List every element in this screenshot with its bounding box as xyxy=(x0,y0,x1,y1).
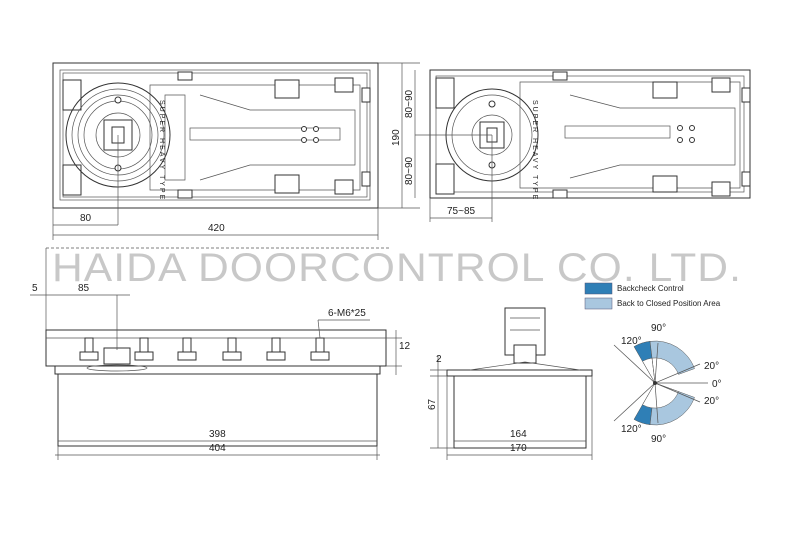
side-elevation: 5 85 6-M6*25 12 398 404 xyxy=(30,247,411,460)
angle-90-bottom: 90° xyxy=(651,434,666,445)
dim-12: 12 xyxy=(399,341,411,352)
dim-75-85: 75~85 xyxy=(447,206,476,217)
angle-20-top: 20° xyxy=(704,361,719,372)
dim-85: 85 xyxy=(78,283,90,294)
legend-swatch-closed xyxy=(584,297,613,310)
tape-text-right: SUPER HEAVY TYPE xyxy=(531,100,538,201)
plan-view-left: SUPER HEAVY TYPE 420 80 xyxy=(52,62,379,240)
legend: Backcheck Control Back to Closed Positio… xyxy=(584,282,721,310)
dim-6-m6-25: 6-M6*25 xyxy=(328,308,366,319)
angle-20-bottom: 20° xyxy=(704,396,719,407)
legend-label-backcheck: Backcheck Control xyxy=(617,284,684,293)
watermark-text: HAIDA DOORCONTROL CO. LTD. xyxy=(52,246,742,290)
dim-190: 190 xyxy=(391,129,402,146)
dim-80-90-lower: 80~90 xyxy=(404,156,415,185)
dim-404: 404 xyxy=(209,443,226,454)
angle-0: 0° xyxy=(712,379,722,390)
dim-420: 420 xyxy=(208,223,225,234)
dim-398: 398 xyxy=(209,429,226,440)
arc-closed-upper xyxy=(649,340,695,384)
dim-2: 2 xyxy=(436,354,442,365)
angle-120-bottom: 120° xyxy=(621,424,642,435)
angle-120-top: 120° xyxy=(621,336,642,347)
angle-90-top: 90° xyxy=(651,323,666,334)
plan-view-right: SUPER HEAVY TYPE 190 80~90 80~90 75~85 xyxy=(378,62,751,222)
dim-80-90-upper: 80~90 xyxy=(404,89,415,118)
dim-67: 67 xyxy=(427,398,438,410)
dim-5: 5 xyxy=(32,283,38,294)
arc-closed-lower xyxy=(649,382,695,426)
legend-swatch-backcheck xyxy=(584,282,613,295)
bolt-row xyxy=(79,337,330,361)
dim-164: 164 xyxy=(510,429,527,440)
angle-diagram: 120° 90° 20° 0° 20° 120° 90° xyxy=(613,323,722,445)
dim-80: 80 xyxy=(80,213,92,224)
legend-label-closed: Back to Closed Position Area xyxy=(617,299,721,308)
end-elevation: 2 67 164 170 xyxy=(427,307,593,460)
dim-170: 170 xyxy=(510,443,527,454)
tape-text-left: SUPER HEAVY TYPE xyxy=(158,100,165,201)
